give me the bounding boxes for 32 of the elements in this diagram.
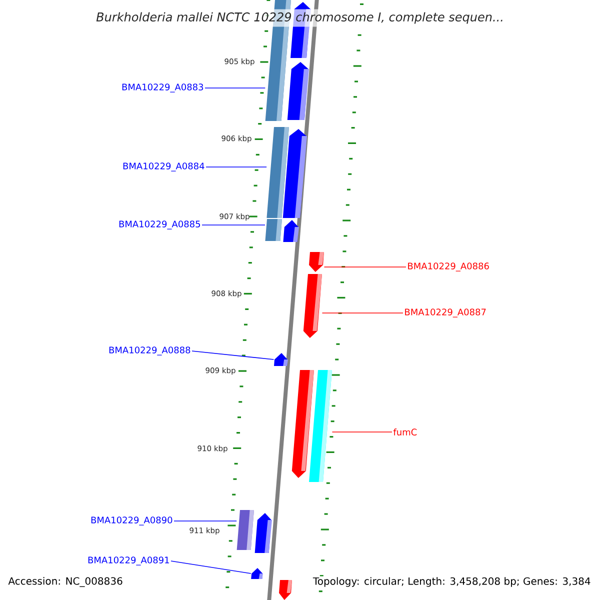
footer-text: Topology: circular; Length: 3,458,208 bp; Genes: 3,384 bbox=[312, 576, 592, 588]
gene-block bbox=[251, 568, 263, 579]
footer-text: Accession: NC_008836 bbox=[7, 576, 124, 588]
title: Burkholderia mallei NCTC 10229 chromosome I, complete sequen... bbox=[92, 9, 508, 27]
gene-block bbox=[303, 274, 322, 338]
leader-line bbox=[202, 224, 266, 226]
leader-line bbox=[206, 166, 267, 168]
gene-label: BMA10229_A0885 bbox=[119, 220, 200, 230]
gene-label: BMA10229_A0886 bbox=[408, 262, 489, 272]
gene-bar bbox=[309, 370, 332, 482]
gene-label: fumC bbox=[393, 428, 417, 436]
leader-line bbox=[192, 350, 274, 360]
leader-line bbox=[174, 520, 237, 522]
leader-line bbox=[324, 266, 406, 268]
gene-bar bbox=[236, 510, 254, 550]
gene-label: BMA10229_A0887 bbox=[405, 308, 486, 318]
gene-block bbox=[283, 220, 299, 242]
gene-label: BMA10229_A0884 bbox=[123, 162, 204, 172]
gene-block bbox=[274, 353, 288, 366]
gene-label: BMA10229_A0891 bbox=[88, 556, 169, 566]
leader-line bbox=[322, 312, 404, 314]
leader-line bbox=[170, 560, 252, 574]
gene-label: BMA10229_A0888 bbox=[109, 346, 190, 356]
gene-block bbox=[292, 370, 314, 478]
gene-block bbox=[254, 513, 272, 553]
gene-label: BMA10229_A0890 bbox=[91, 516, 172, 526]
gene-block bbox=[287, 62, 309, 120]
gene-bar bbox=[265, 219, 282, 241]
gene-block bbox=[279, 580, 292, 600]
gene-label: BMA10229_A0883 bbox=[122, 84, 204, 92]
gene-block bbox=[282, 129, 307, 218]
gene-block bbox=[309, 252, 324, 272]
